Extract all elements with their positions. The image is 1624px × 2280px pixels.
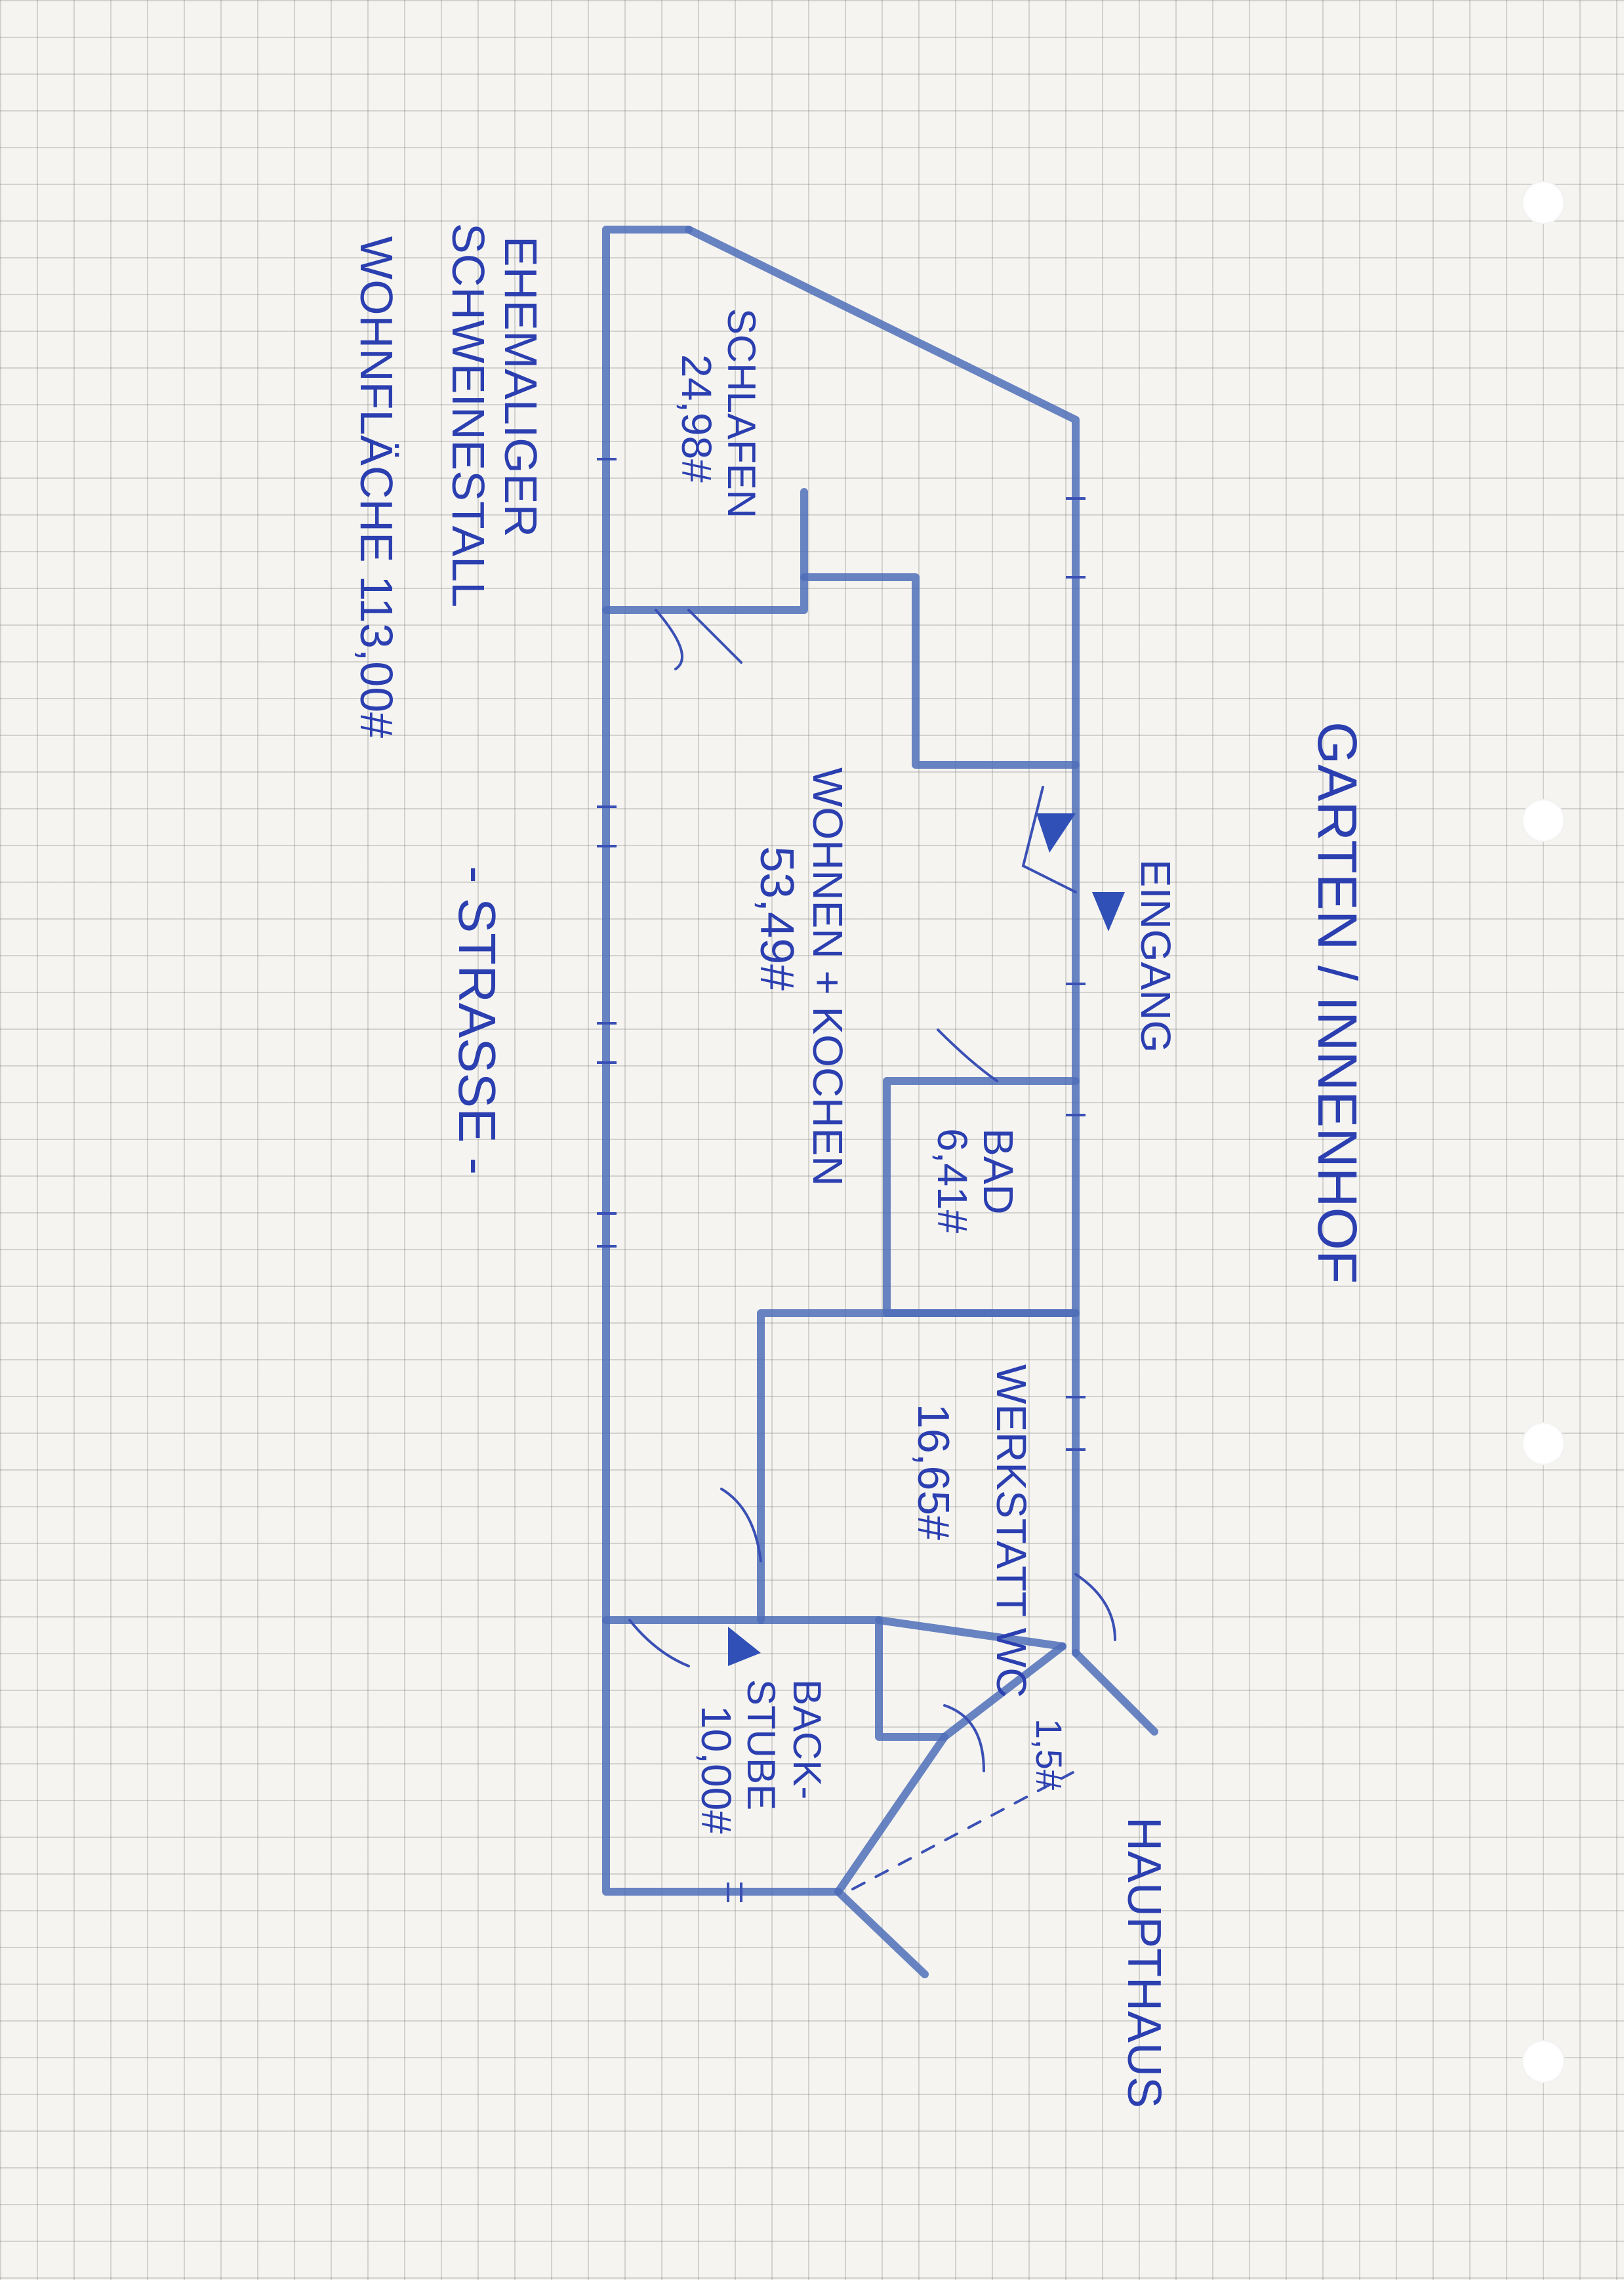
door-swings [628,609,1116,1890]
wohnflaeche-label: WOHNFLÄCHE 113,00# [351,236,402,738]
wc-area: 1,5# [1028,1719,1070,1790]
garten-label: GARTEN / INNENHOF [1307,722,1368,1284]
backstube-arrow [728,1627,761,1666]
schlafen-area: 24,98# [673,354,720,483]
punch-hole-3 [1522,1422,1565,1465]
entrance-arrow [1036,813,1076,853]
eingang-marker [1092,892,1125,931]
interior-walls [602,488,1080,1896]
bad-area: 6,41# [929,1128,976,1234]
wohnen-area: 53,49# [750,846,803,990]
outer-walls [602,226,1158,1978]
haupthaus-label: HAUPTHAUS [1118,1817,1170,2108]
werkstatt-label: WERKSTATT WC [988,1364,1035,1698]
backstube-label-1: BACK- [785,1679,829,1799]
eingang-label: EINGANG [1132,859,1179,1053]
punch-hole-2 [1522,799,1565,842]
window-ticks [597,458,1086,1902]
werkstatt-area: 16,65# [908,1404,958,1540]
punch-hole-1 [1522,181,1565,224]
bad-label: BAD [975,1128,1022,1215]
schlafen-label: SCHLAFEN [720,308,763,518]
strasse-label: - STRASSE - [448,866,506,1175]
punch-hole-4 [1522,2040,1565,2083]
backstube-label-2: STUBE [739,1679,783,1810]
wohnen-label: WOHNEN + KOCHEN [804,767,851,1186]
title-line-1: EHEMALIGER [495,236,546,537]
title-line-2: SCHWEINESTALL [443,223,494,607]
backstube-area: 10,00# [693,1705,740,1834]
